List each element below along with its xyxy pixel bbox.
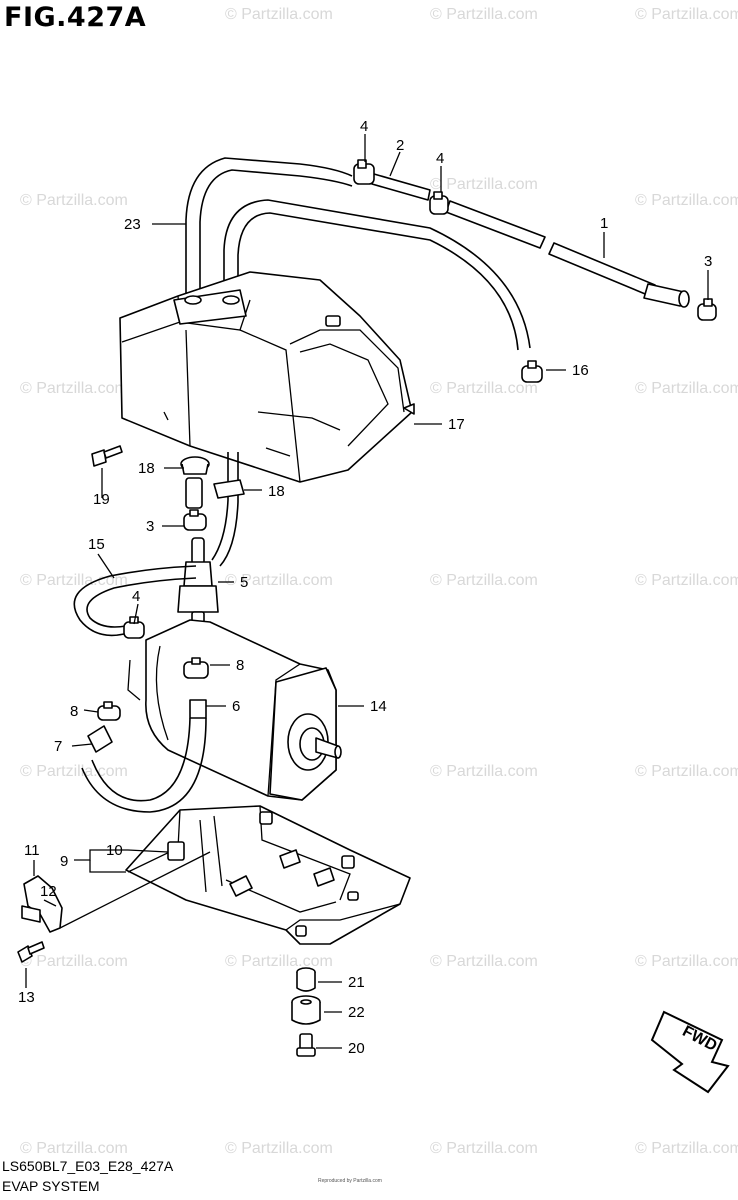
- watermark: © Partzilla.com: [430, 953, 538, 970]
- watermark: © Partzilla.com: [225, 6, 333, 23]
- callout-16: 16: [572, 362, 589, 379]
- watermark: © Partzilla.com: [430, 6, 538, 23]
- callout-13: 13: [18, 989, 35, 1006]
- cushion-10: [167, 841, 185, 861]
- callout-18: 18: [268, 483, 285, 500]
- callout-1: 1: [600, 215, 608, 232]
- clamp-3-top: [697, 298, 717, 321]
- callout-4: 4: [132, 588, 140, 605]
- hose-15: [73, 565, 197, 637]
- callout-12: 12: [40, 883, 57, 900]
- clamp-4-mid: [123, 616, 145, 639]
- callout-6: 6: [232, 698, 240, 715]
- callout-2: 2: [396, 137, 404, 154]
- clamp-4-top-right: [429, 191, 449, 215]
- watermark: © Partzilla.com: [430, 380, 538, 397]
- callout-3: 3: [704, 253, 712, 270]
- figure-title: FIG.427A: [4, 2, 147, 33]
- callout-7: 7: [54, 738, 62, 755]
- watermark: © Partzilla.com: [635, 572, 738, 589]
- watermark: © Partzilla.com: [635, 763, 738, 780]
- footer-system-name: EVAP SYSTEM: [2, 1178, 100, 1194]
- clamp-16: [521, 360, 543, 383]
- watermark: © Partzilla.com: [635, 192, 738, 209]
- callout-10: 10: [106, 842, 123, 859]
- watermark: © Partzilla.com: [20, 763, 128, 780]
- watermark: © Partzilla.com: [430, 572, 538, 589]
- footer-copyright: Reproduced by Partzilla.com: [318, 1178, 382, 1184]
- collar-21: [296, 967, 316, 992]
- hose-6-7: [81, 699, 207, 813]
- surge-tank-17: [119, 271, 415, 483]
- watermark: © Partzilla.com: [635, 953, 738, 970]
- callout-21: 21: [348, 974, 365, 991]
- callout-8: 8: [236, 657, 244, 674]
- vent-hose-1: [445, 200, 690, 308]
- watermark: © Partzilla.com: [430, 176, 538, 193]
- watermark: © Partzilla.com: [635, 6, 738, 23]
- clamp-3-mid: [183, 509, 207, 531]
- small-hose-2: [371, 173, 431, 201]
- grommet-18-left: [180, 456, 210, 509]
- watermark: © Partzilla.com: [635, 1140, 738, 1157]
- bracket-9: [125, 805, 411, 945]
- callout-4: 4: [436, 150, 444, 167]
- callout-18: 18: [138, 460, 155, 477]
- clamp-8-lower: [97, 701, 121, 721]
- bolt-19: [91, 445, 123, 467]
- callouts: 4 2 4 1 3 23 16 17 19 18 18 3 15 5 4 8 8…: [18, 118, 712, 1057]
- watermark: © Partzilla.com: [225, 953, 333, 970]
- callout-22: 22: [348, 1004, 365, 1021]
- watermark: © Partzilla.com: [20, 953, 128, 970]
- clamp-4-top-left: [353, 159, 375, 185]
- bolt-20: [296, 1033, 316, 1057]
- callout-3: 3: [146, 518, 154, 535]
- watermark: © Partzilla.com: [20, 192, 128, 209]
- watermark: © Partzilla.com: [20, 1140, 128, 1157]
- grommet-22: [291, 995, 321, 1025]
- callout-20: 20: [348, 1040, 365, 1057]
- watermark: © Partzilla.com: [635, 380, 738, 397]
- callout-5: 5: [240, 574, 248, 591]
- breather-hose-23: [185, 157, 531, 351]
- footer-model-code: LS650BL7_E03_E28_427A: [2, 1158, 174, 1174]
- bolt-13: [17, 941, 45, 963]
- watermark: © Partzilla.com: [430, 763, 538, 780]
- watermark: © Partzilla.com: [20, 572, 128, 589]
- callout-14: 14: [370, 698, 387, 715]
- callout-17: 17: [448, 416, 465, 433]
- watermark: © Partzilla.com: [430, 1140, 538, 1157]
- callout-11: 11: [24, 842, 40, 859]
- fwd-arrow-icon: FWD: [650, 1010, 730, 1094]
- watermark: © Partzilla.com: [20, 380, 128, 397]
- clamp-8-upper: [183, 657, 209, 679]
- grommet-18-right: [211, 452, 245, 567]
- callout-8: 8: [70, 703, 78, 720]
- callout-15: 15: [88, 536, 105, 553]
- callout-19: 19: [93, 491, 110, 508]
- leader-lines: [25, 134, 709, 1049]
- callout-9: 9: [60, 853, 68, 870]
- callout-23: 23: [124, 216, 141, 233]
- valve-5: [177, 537, 219, 631]
- watermark: © Partzilla.com: [225, 1140, 333, 1157]
- watermark: © Partzilla.com: [225, 572, 333, 589]
- clamp-11-12: [21, 875, 63, 933]
- callout-4: 4: [360, 118, 368, 135]
